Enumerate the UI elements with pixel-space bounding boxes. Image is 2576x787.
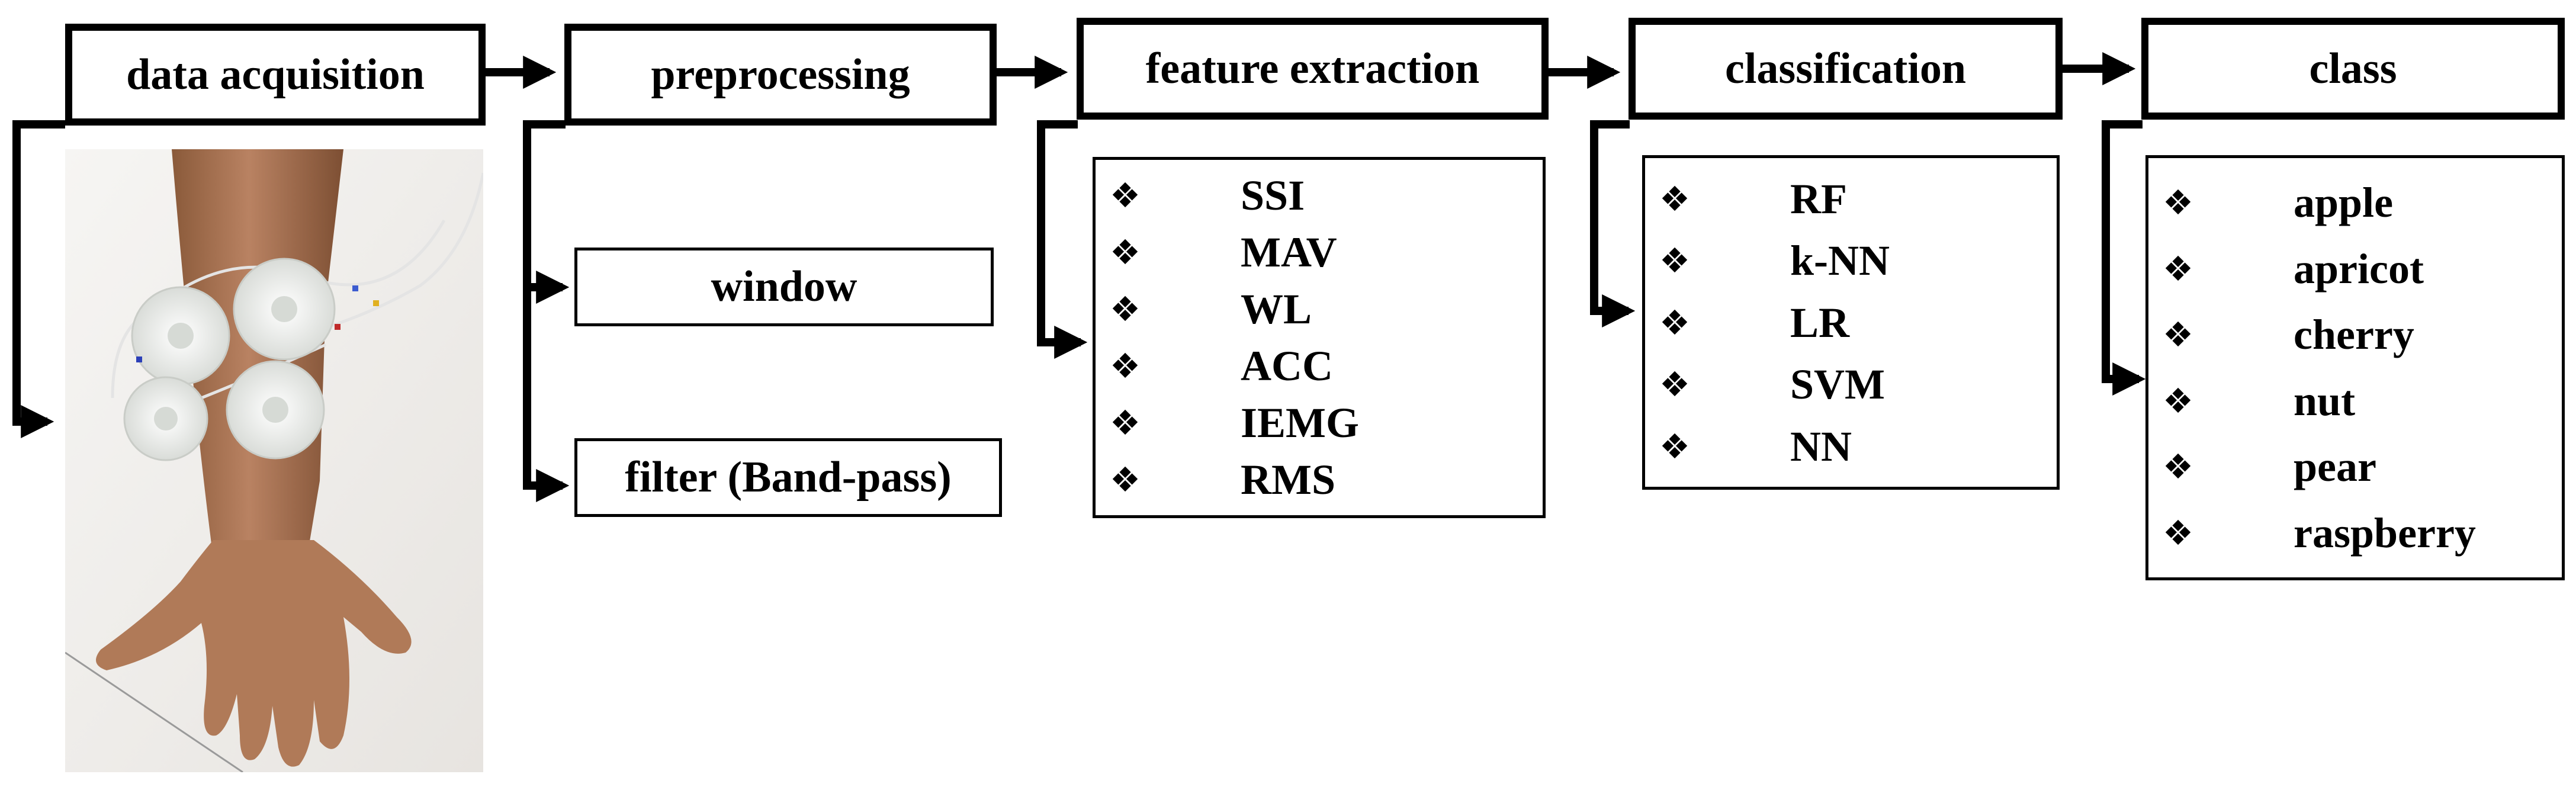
diamond-bullet-icon: ❖ bbox=[2163, 380, 2193, 421]
diamond-bullet-icon: ❖ bbox=[1110, 460, 1141, 500]
list-item: ❖ ACC bbox=[1096, 345, 1543, 387]
diamond-bullet-icon: ❖ bbox=[2163, 512, 2193, 553]
forearm-with-emg-electrodes-icon bbox=[65, 149, 483, 772]
stage-classification: classification bbox=[1629, 18, 2063, 120]
feature-label: SSI bbox=[1241, 172, 1305, 219]
class-label: pear bbox=[2294, 443, 2376, 491]
class-label: nut bbox=[2294, 377, 2356, 425]
feature-label: WL bbox=[1241, 285, 1312, 333]
class-label: cherry bbox=[2294, 311, 2414, 359]
stage-preprocessing: preprocessing bbox=[564, 24, 997, 126]
classifier-list: ❖ RF ❖ k-NN ❖ LR ❖ SVM ❖ NN bbox=[1642, 155, 2060, 490]
diamond-bullet-icon: ❖ bbox=[1659, 426, 1690, 467]
diamond-bullet-icon: ❖ bbox=[2163, 446, 2193, 487]
diamond-bullet-icon: ❖ bbox=[2163, 314, 2193, 355]
list-item: ❖ MAV bbox=[1096, 231, 1543, 274]
stage-label: preprocessing bbox=[651, 50, 910, 99]
diamond-bullet-icon: ❖ bbox=[2163, 248, 2193, 289]
class-items: ❖ apple ❖ apricot ❖ cherry ❖ nut ❖ pear ❖ rasp… bbox=[2148, 158, 2562, 577]
list-item: ❖ NN bbox=[1645, 425, 2057, 468]
arrow-to-classifier-list bbox=[1590, 120, 1636, 327]
list-item: ❖ nut bbox=[2148, 380, 2562, 422]
step-window: window bbox=[574, 248, 994, 326]
stage-label: feature extraction bbox=[1145, 44, 1480, 93]
list-item: ❖ raspberry bbox=[2148, 512, 2562, 554]
diamond-bullet-icon: ❖ bbox=[1659, 364, 1690, 404]
arrow-to-class-list bbox=[2102, 120, 2146, 396]
diamond-bullet-icon: ❖ bbox=[1659, 302, 1690, 343]
diamond-bullet-icon: ❖ bbox=[1110, 403, 1141, 443]
forearm-with-emg-electrodes-photo bbox=[65, 149, 483, 772]
diamond-bullet-icon: ❖ bbox=[1110, 346, 1141, 386]
arrow-to-feature-list bbox=[1037, 120, 1088, 359]
classifier-label: RF bbox=[1790, 175, 1847, 223]
step-label: filter (Band-pass) bbox=[625, 453, 952, 502]
list-item: ❖ RF bbox=[1645, 178, 2057, 220]
feature-list: ❖ SSI ❖ MAV ❖ WL ❖ ACC ❖ IEMG ❖ RMS bbox=[1093, 157, 1546, 518]
classifier-label: NN bbox=[1790, 422, 1852, 470]
step-band-pass-filter: filter (Band-pass) bbox=[574, 438, 1002, 517]
classifier-items: ❖ RF ❖ k-NN ❖ LR ❖ SVM ❖ NN bbox=[1645, 158, 2057, 487]
step-label: window bbox=[711, 262, 857, 311]
class-list: ❖ apple ❖ apricot ❖ cherry ❖ nut ❖ pear ❖ rasp… bbox=[2145, 155, 2565, 580]
stage-label: classification bbox=[1725, 44, 1966, 93]
list-item: ❖ LR bbox=[1645, 301, 2057, 344]
diamond-bullet-icon: ❖ bbox=[1110, 289, 1141, 329]
feature-items: ❖ SSI ❖ MAV ❖ WL ❖ ACC ❖ IEMG ❖ RMS bbox=[1096, 160, 1543, 515]
stage-data-acquisition: data acquisition bbox=[65, 24, 486, 126]
classifier-label: k-NN bbox=[1790, 237, 1890, 284]
class-label: apricot bbox=[2294, 245, 2424, 293]
arrow-acquisition-to-photo bbox=[12, 120, 65, 438]
list-item: ❖ k-NN bbox=[1645, 239, 2057, 282]
feature-label: ACC bbox=[1241, 342, 1333, 390]
feature-label: RMS bbox=[1241, 456, 1335, 503]
list-item: ❖ SVM bbox=[1645, 363, 2057, 406]
classifier-label: SVM bbox=[1790, 361, 1885, 408]
feature-label: MAV bbox=[1241, 229, 1337, 276]
stage-label: class bbox=[2309, 44, 2397, 93]
stage-class: class bbox=[2141, 18, 2565, 120]
diamond-bullet-icon: ❖ bbox=[1659, 178, 1690, 219]
feature-label: IEMG bbox=[1241, 399, 1360, 446]
diamond-bullet-icon: ❖ bbox=[1110, 232, 1141, 272]
diamond-bullet-icon: ❖ bbox=[1659, 240, 1690, 281]
diamond-bullet-icon: ❖ bbox=[1110, 175, 1141, 216]
list-item: ❖ apple bbox=[2148, 181, 2562, 224]
list-item: ❖ WL bbox=[1096, 288, 1543, 330]
classifier-label: LR bbox=[1790, 298, 1850, 346]
list-item: ❖ RMS bbox=[1096, 458, 1543, 501]
diamond-bullet-icon: ❖ bbox=[2163, 182, 2193, 223]
list-item: ❖ apricot bbox=[2148, 248, 2562, 290]
class-label: raspberry bbox=[2294, 509, 2476, 557]
list-item: ❖ cherry bbox=[2148, 313, 2562, 356]
stage-label: data acquisition bbox=[126, 50, 425, 99]
list-item: ❖ pear bbox=[2148, 445, 2562, 488]
class-label: apple bbox=[2294, 179, 2394, 227]
arrow-preprocessing-branch bbox=[523, 120, 570, 502]
list-item: ❖ IEMG bbox=[1096, 401, 1543, 444]
stage-feature-extraction: feature extraction bbox=[1077, 18, 1549, 120]
list-item: ❖ SSI bbox=[1096, 174, 1543, 217]
